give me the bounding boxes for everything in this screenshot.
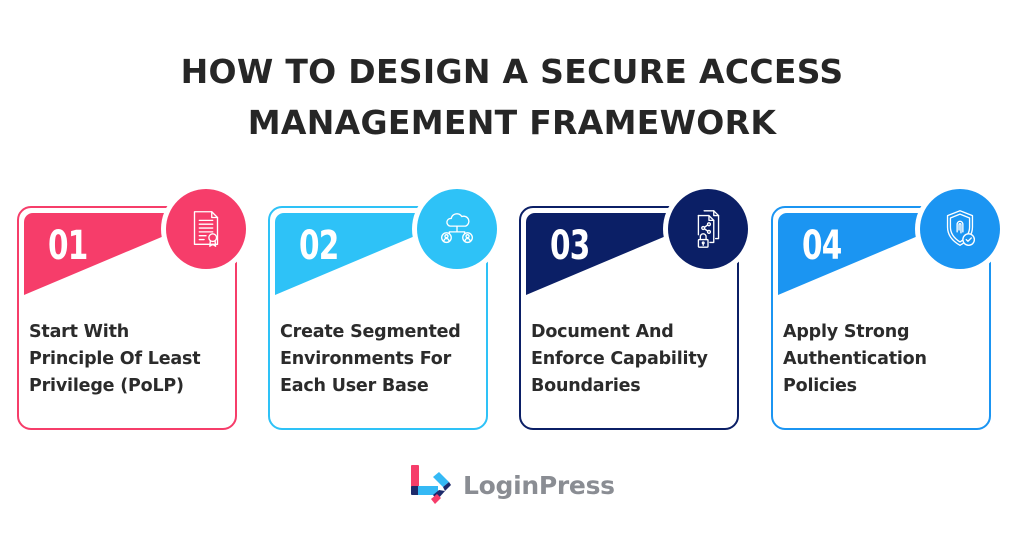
- cloud-users-network-icon: [417, 189, 497, 269]
- step-number: 01: [48, 223, 88, 269]
- step-number: 02: [299, 223, 339, 269]
- step-description: Create Segmented Environments For Each U…: [280, 322, 461, 396]
- step-card-3: 03 Document And Enforce Capability Bou: [519, 184, 753, 430]
- certificate-document-icon: [166, 189, 246, 269]
- step-ribbon: [778, 213, 918, 295]
- step-description: Apply Strong Authentication Policies: [783, 322, 927, 396]
- step-number: 04: [802, 223, 842, 269]
- step-card-1: 01 Start With Principle Of Least Privile…: [17, 184, 251, 430]
- title-line-2: MANAGEMENT FRAMEWORK: [247, 103, 777, 142]
- shared-documents-lock-icon: [668, 189, 748, 269]
- shield-fingerprint-check-icon: [920, 189, 1000, 269]
- page-title: HOW TO DESIGN A SECURE ACCESS MANAGEMENT…: [0, 46, 1024, 148]
- step-description: Document And Enforce Capability Boundari…: [531, 322, 708, 396]
- step-number: 03: [550, 223, 590, 269]
- brand-name: LoginPress: [463, 470, 615, 500]
- step-card-2: 02 Create Segmented Environments For Eac…: [268, 184, 502, 430]
- title-line-1: HOW TO DESIGN A SECURE ACCESS: [180, 52, 844, 91]
- step-card-4: 04 Apply Strong Authentication Policies: [771, 184, 1005, 430]
- loginpress-logo-icon: [411, 465, 451, 504]
- step-ribbon: [526, 213, 666, 295]
- step-ribbon: [275, 213, 415, 295]
- step-ribbon: [24, 213, 164, 295]
- step-description: Start With Principle Of Least Privilege …: [29, 322, 201, 396]
- brand-logo: LoginPress: [409, 465, 615, 505]
